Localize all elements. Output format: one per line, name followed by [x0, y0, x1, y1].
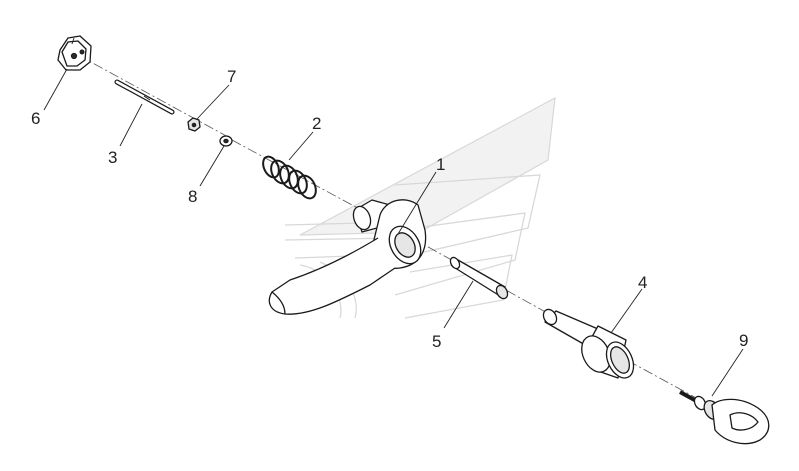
callout-leader-lines	[43, 68, 744, 397]
callout-4: 4	[638, 273, 647, 292]
callout-2: 2	[312, 114, 321, 133]
callout-labels: 1 2 3 4 5 6 7 8 9	[31, 67, 748, 351]
part-6-end-cap	[57, 35, 92, 71]
callout-1: 1	[436, 155, 445, 174]
part-5-shaft	[449, 256, 509, 300]
callout-9: 9	[739, 331, 748, 350]
part-8-washer	[219, 135, 233, 147]
part-2-coil-spring	[262, 155, 317, 200]
part-7-nut	[187, 117, 201, 132]
part-4-lock-housing	[542, 308, 635, 379]
callout-5: 5	[432, 332, 441, 351]
part-1-lever-body	[268, 199, 427, 315]
watermark-logo	[284, 96, 556, 319]
callout-3: 3	[108, 148, 117, 167]
callout-7: 7	[227, 67, 236, 86]
part-9-key	[679, 390, 770, 445]
callout-6: 6	[31, 109, 40, 128]
callout-8: 8	[188, 187, 197, 206]
part-3-pin-rod	[114, 79, 175, 115]
